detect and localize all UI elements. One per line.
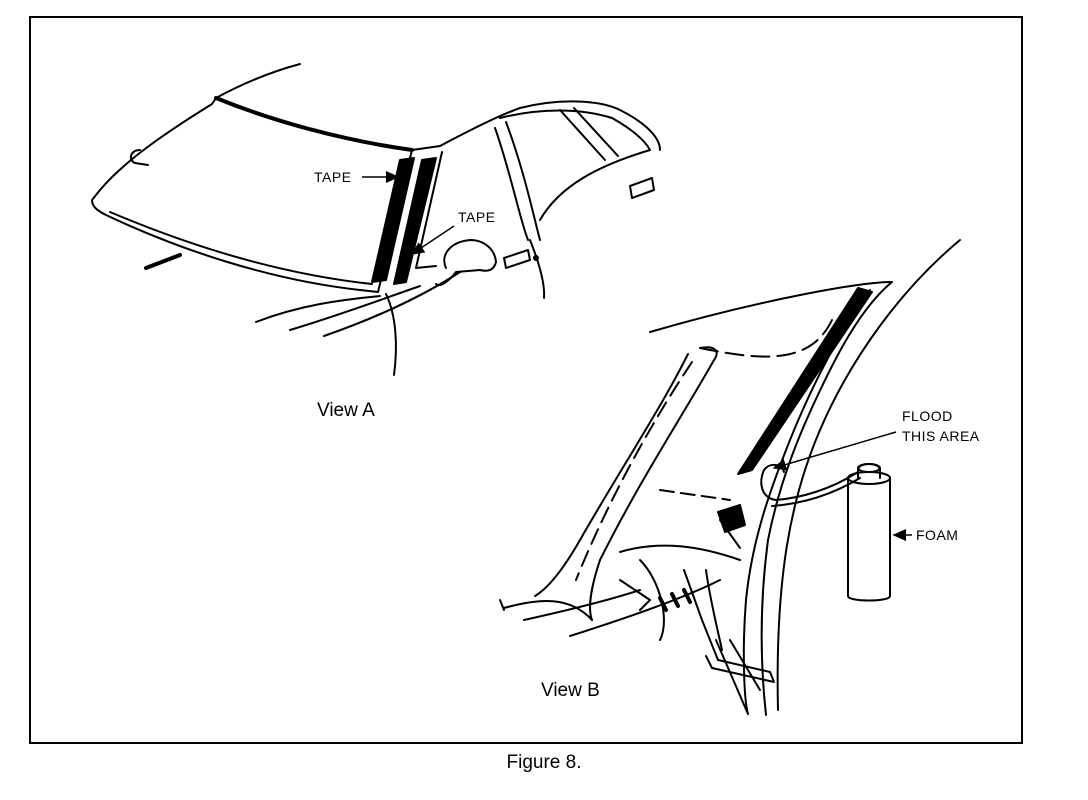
callout-arrows (772, 431, 912, 541)
flood-label-line2: THIS AREA (902, 428, 980, 444)
tape-label-right: TAPE (458, 209, 496, 225)
view-a-car-drawing (91, 63, 661, 376)
tape-label-left: TAPE (314, 169, 352, 185)
figure-frame (29, 16, 1023, 744)
flood-label-line1: FLOOD (902, 408, 953, 424)
foam-label: FOAM (916, 527, 959, 543)
view-b-pillar-drawing (499, 239, 961, 716)
view-a-label: View A (317, 400, 375, 421)
view-b-label: View B (541, 680, 600, 701)
tape-arrows (362, 171, 455, 255)
figure-caption: Figure 8. (506, 752, 582, 773)
